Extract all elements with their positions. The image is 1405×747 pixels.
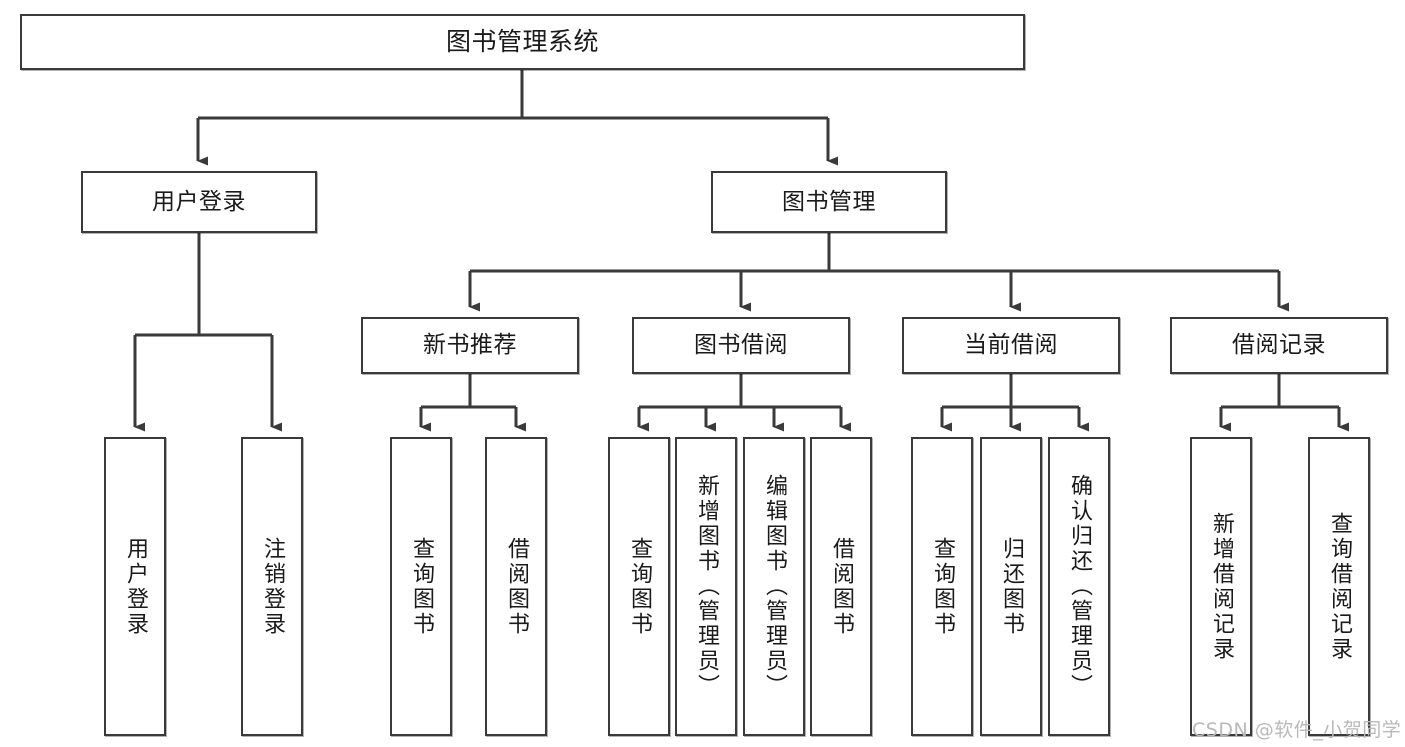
node-br-add-record[interactable]: 新增借阅记录 (1190, 437, 1252, 736)
node-nbr-query-book-label: 查询图书 (409, 536, 434, 637)
node-current-borrow[interactable]: 当前借阅 (902, 317, 1120, 374)
node-cb-return-book-label: 归还图书 (999, 536, 1024, 637)
node-book-manage-label: 图书管理 (782, 188, 876, 215)
node-bb-add-book[interactable]: 新增图书（管理员） (675, 437, 737, 736)
node-bb-add-book-label: 新增图书（管理员） (694, 474, 719, 699)
node-cb-confirm-return-label: 确认归还（管理员） (1067, 474, 1092, 699)
node-bb-borrow-book-label: 借阅图书 (829, 536, 854, 637)
node-book-borrow[interactable]: 图书借阅 (632, 317, 850, 374)
node-user-login-do-label: 用户登录 (123, 536, 148, 637)
node-bb-borrow-book[interactable]: 借阅图书 (810, 437, 872, 736)
node-nbr-borrow-book-label: 借阅图书 (504, 536, 529, 637)
node-new-book-recommend-label: 新书推荐 (423, 332, 517, 359)
node-br-query-record-label: 查询借阅记录 (1327, 511, 1352, 662)
node-cb-query-book-label: 查询图书 (930, 536, 955, 637)
node-cb-confirm-return[interactable]: 确认归还（管理员） (1048, 437, 1110, 736)
node-root[interactable]: 图书管理系统 (20, 14, 1025, 70)
node-book-manage[interactable]: 图书管理 (711, 171, 947, 233)
node-bb-edit-book[interactable]: 编辑图书（管理员） (743, 437, 805, 736)
node-cb-return-book[interactable]: 归还图书 (980, 437, 1042, 736)
node-borrow-record[interactable]: 借阅记录 (1170, 317, 1388, 374)
node-nbr-query-book[interactable]: 查询图书 (390, 437, 452, 736)
node-root-label: 图书管理系统 (445, 27, 599, 57)
node-new-book-recommend[interactable]: 新书推荐 (361, 317, 579, 374)
node-cb-query-book[interactable]: 查询图书 (911, 437, 973, 736)
node-user-logout[interactable]: 注销登录 (241, 437, 303, 736)
node-bb-query-book-label: 查询图书 (627, 536, 652, 637)
node-book-borrow-label: 图书借阅 (694, 332, 788, 359)
node-user-login[interactable]: 用户登录 (81, 171, 317, 233)
node-user-login-do[interactable]: 用户登录 (104, 437, 166, 736)
node-nbr-borrow-book[interactable]: 借阅图书 (485, 437, 547, 736)
node-current-borrow-label: 当前借阅 (964, 332, 1058, 359)
node-user-logout-label: 注销登录 (260, 536, 285, 637)
node-borrow-record-label: 借阅记录 (1232, 332, 1326, 359)
node-user-login-label: 用户登录 (152, 188, 246, 215)
node-bb-query-book[interactable]: 查询图书 (608, 437, 670, 736)
node-br-add-record-label: 新增借阅记录 (1209, 511, 1234, 662)
node-br-query-record[interactable]: 查询借阅记录 (1308, 437, 1370, 736)
node-bb-edit-book-label: 编辑图书（管理员） (762, 474, 787, 699)
